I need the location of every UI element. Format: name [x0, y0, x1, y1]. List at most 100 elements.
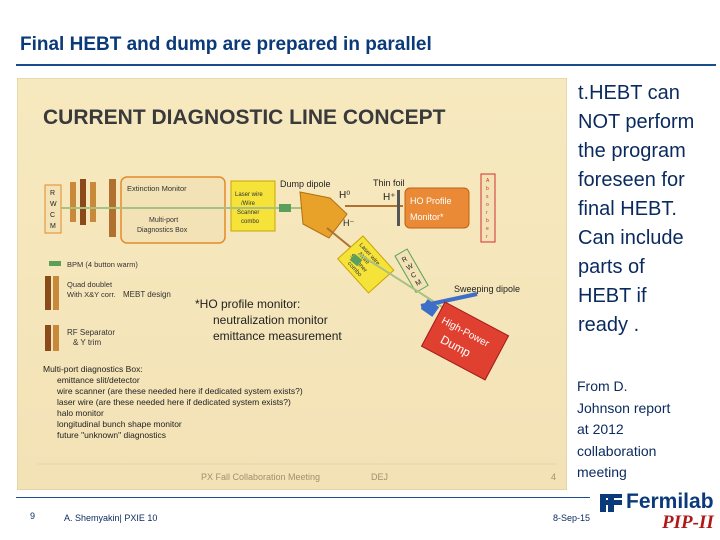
quad-doublet-1 — [45, 276, 51, 310]
source-line-5: meeting — [577, 464, 627, 480]
side-commentary: t.HEBT can NOT perform the program fores… — [578, 79, 718, 340]
multiport-list-4: halo monitor — [57, 408, 104, 418]
quad-doublet-1-label: Quad doublet — [67, 280, 113, 289]
rf-separator-1 — [45, 325, 51, 351]
diagnostics-box — [120, 176, 226, 244]
multiport-list-2: wire scanner (are these needed here if d… — [56, 386, 303, 396]
rf-separator-label-2: & Y trim — [73, 338, 101, 347]
h-minus-label: H⁻ — [343, 218, 354, 228]
multiport-box-label-2: Diagnostics Box — [137, 227, 188, 234]
h0-label-left: H⁰ — [339, 190, 350, 201]
beam-element-1 — [279, 204, 291, 212]
side-line-1: t.HEBT can — [578, 82, 680, 104]
rf-separator-2 — [53, 325, 59, 351]
figure-footer-meeting: PX Fall Collaboration Meeting — [201, 472, 320, 482]
source-note: From D. Johnson report at 2012 collabora… — [577, 376, 717, 484]
quad-doublet-2-label: With X&Y corr. — [67, 290, 116, 299]
fermilab-wordmark: Fermilab — [626, 490, 714, 513]
multiport-list-5: longitudinal bunch shape monitor — [57, 419, 182, 429]
ho-profile-1: HO Profile — [410, 196, 452, 206]
rwcm-diag-w: W — [405, 263, 415, 273]
quad-left-2 — [80, 179, 86, 225]
rwcm-left-c: C — [50, 212, 55, 219]
side-line-9: ready . — [578, 314, 640, 336]
figure-footer-page: 4 — [551, 472, 556, 482]
thin-foil-label: Thin foil — [373, 178, 405, 188]
dump-dipole-magnet — [299, 191, 348, 239]
mebt-design-label: MEBT design — [123, 290, 171, 299]
diag-beam — [358, 253, 448, 311]
sweeping-dipole-bar — [420, 292, 478, 308]
ho-note-1: *HO profile monitor: — [195, 297, 300, 311]
extinction-monitor-label: Extinction Monitor — [127, 184, 187, 193]
ho-profile-2: Monitor* — [410, 212, 444, 222]
figure-heading: CURRENT DIAGNOSTIC LINE CONCEPT — [43, 106, 446, 129]
side-line-3: the program — [578, 140, 686, 162]
fermilab-logo-icon — [600, 494, 622, 512]
quad-doublet-2 — [53, 276, 59, 310]
laser-wire-diag-box — [337, 235, 395, 294]
rwcm-diag-r: R — [401, 256, 409, 265]
rwcm-left-m: M — [50, 223, 56, 230]
multiport-box-label-1: Multi-port — [149, 217, 178, 224]
rwcm-diag-box — [394, 248, 429, 294]
figure-footer-author: DEJ — [371, 472, 388, 482]
footer-date: 8-Sep-15 — [553, 513, 591, 523]
side-line-2: NOT perform — [578, 111, 695, 133]
footer-divider — [16, 497, 590, 498]
absorber-r2: r — [486, 234, 488, 240]
bpm-icon — [49, 261, 61, 266]
laser-wire-4: combo — [241, 219, 260, 225]
footer-author: A. Shemyakin| PXIE 10 — [64, 513, 158, 523]
rwcm-diag-group: R W C M — [394, 248, 429, 294]
multiport-list-6: future "unknown" diagnostics — [57, 430, 166, 440]
side-line-4: foreseen for — [578, 169, 685, 191]
source-line-1: From D. — [577, 378, 628, 394]
sweeping-dipole-label: Sweeping dipole — [454, 284, 520, 294]
ho-note-2: neutralization monitor — [213, 313, 328, 327]
multiport-list-3: laser wire (are these needed here if ded… — [57, 397, 291, 407]
absorber-r1: r — [486, 210, 488, 216]
absorber-o: o — [486, 202, 489, 208]
laser-wire-1: Laser wire — [235, 192, 263, 198]
rwcm-diag-c: C — [410, 271, 418, 280]
rwcm-diag-m: M — [414, 279, 423, 288]
ho-profile-monitor-box — [404, 187, 470, 229]
side-line-5: final HEBT. — [578, 198, 677, 220]
beam-element-2 — [349, 253, 363, 267]
figure-background — [17, 78, 567, 490]
quad-left-3 — [90, 182, 96, 222]
bpm-label: BPM (4 button warm) — [67, 260, 138, 269]
laser-wire-3: Scanner — [237, 210, 259, 216]
h-plus-label: H⁺ — [383, 192, 396, 203]
slide-title: Final HEBT and dump are prepared in para… — [20, 34, 432, 55]
dump-dipole-label: Dump dipole — [280, 179, 331, 189]
absorber-b: b — [486, 186, 489, 192]
side-line-8: HEBT if — [578, 285, 647, 307]
quad-left-1 — [70, 182, 76, 222]
multiport-list-heading: Multi-port diagnostics Box: — [43, 364, 143, 374]
absorber-a: A — [486, 178, 490, 184]
diagnostic-line-figure: CURRENT DIAGNOSTIC LINE CONCEPT R W C M … — [17, 78, 567, 490]
pip-ii-logo: PIP-II — [662, 512, 714, 533]
rf-separator-label-1: RF Separator — [67, 328, 115, 337]
source-line-3: at 2012 — [577, 421, 624, 437]
page-number: 9 — [30, 511, 36, 521]
absorber-b2: b — [486, 218, 489, 224]
side-line-7: parts of — [578, 256, 645, 278]
rwcm-left-w: W — [50, 201, 57, 208]
absorber-s: s — [486, 194, 489, 200]
absorber-letters: A b s o r b e r — [486, 178, 490, 240]
absorber-box — [480, 173, 496, 243]
thin-foil — [397, 190, 400, 226]
laser-wire-box — [230, 180, 276, 232]
multiport-list-1: emittance slit/detector — [57, 375, 140, 385]
source-line-4: collaboration — [577, 442, 657, 459]
absorber-e: e — [486, 226, 489, 232]
laser-wire-2: /Wire — [241, 201, 256, 207]
source-line-2: Johnson report — [577, 399, 671, 416]
dump-block — [420, 301, 510, 381]
dump-group: High-Power Dump — [420, 301, 510, 381]
title-divider — [16, 64, 716, 66]
side-line-6: Can include — [578, 227, 684, 249]
